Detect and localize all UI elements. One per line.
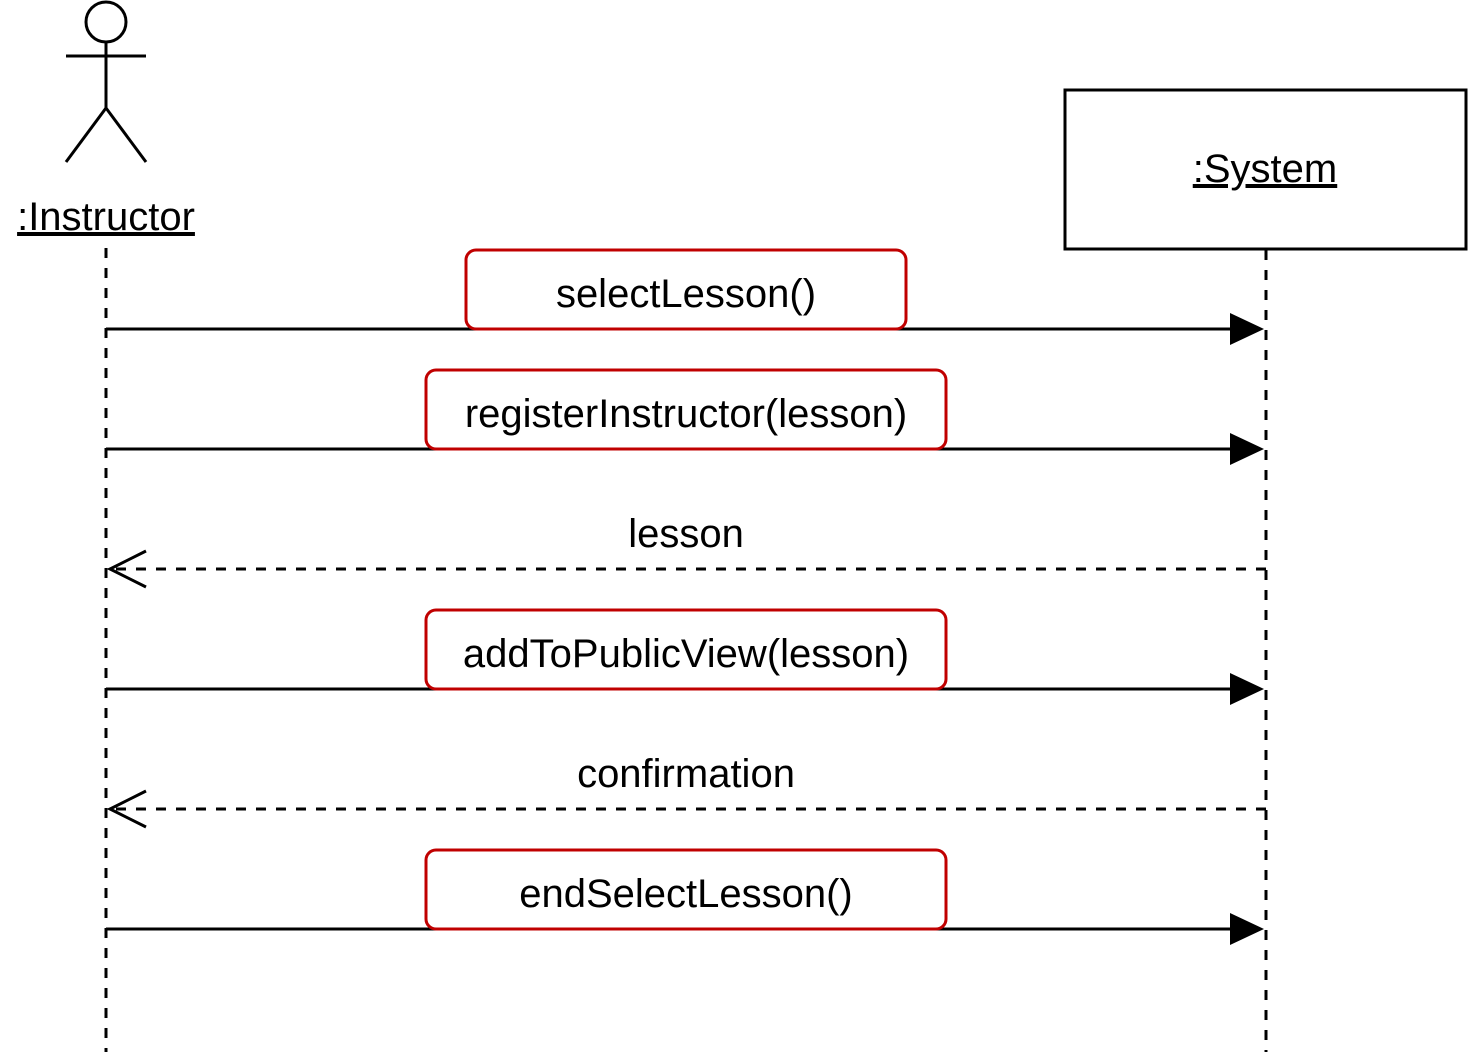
actor-label: :Instructor	[17, 195, 195, 239]
open-arrowhead-icon	[106, 549, 147, 589]
message-highlight-box	[424, 368, 948, 451]
message-label: lesson	[628, 512, 744, 556]
message-6: endSelectLesson()	[106, 848, 1264, 945]
message-label: addToPublicView(lesson)	[463, 632, 909, 676]
message-label: confirmation	[577, 752, 795, 796]
message-5: confirmation	[106, 752, 1266, 829]
system-label: :System	[1193, 147, 1337, 191]
filled-arrowhead-icon	[1230, 433, 1264, 465]
message-highlight-box	[424, 848, 948, 931]
message-label: endSelectLesson()	[519, 872, 853, 916]
system-box	[1063, 88, 1468, 251]
message-3: lesson	[106, 512, 1266, 589]
actor-right-leg	[104, 107, 148, 163]
message-label: registerInstructor(lesson)	[465, 392, 907, 436]
actor-stick-figure-icon	[64, 0, 148, 163]
filled-arrowhead-icon	[1230, 913, 1264, 945]
message-highlight-box	[424, 608, 948, 691]
message-label: selectLesson()	[556, 272, 816, 316]
message-2: registerInstructor(lesson)	[106, 368, 1264, 465]
messages: selectLesson() registerInstructor(lesson)…	[106, 248, 1266, 945]
message-4: addToPublicView(lesson)	[106, 608, 1264, 705]
actor-left-leg	[64, 107, 108, 163]
actor-head	[84, 0, 128, 44]
open-arrowhead-icon	[106, 789, 147, 829]
filled-arrowhead-icon	[1230, 313, 1264, 345]
message-highlight-box	[464, 248, 908, 331]
filled-arrowhead-icon	[1230, 673, 1264, 705]
message-1: selectLesson()	[106, 248, 1264, 345]
